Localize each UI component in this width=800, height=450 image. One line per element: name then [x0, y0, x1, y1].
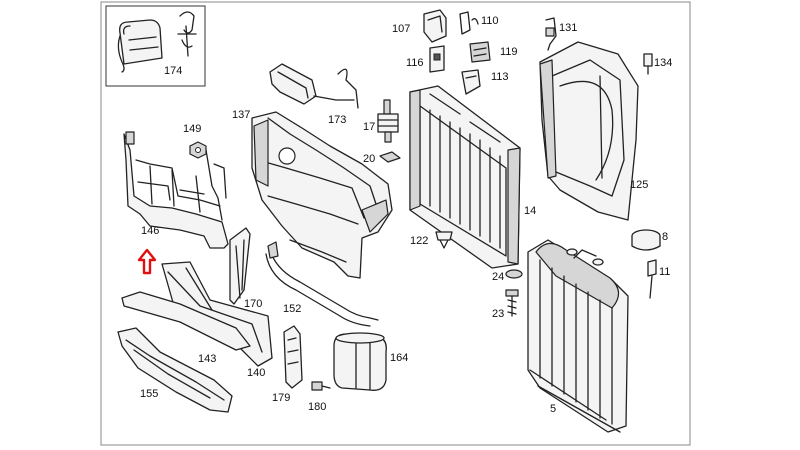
- label-149: 149: [183, 123, 201, 135]
- label-155: 155: [140, 388, 158, 400]
- part-113-clip: [461, 69, 481, 95]
- part-137-air-duct: [251, 111, 393, 279]
- part-17-stud: [377, 99, 399, 143]
- label-8: 8: [662, 231, 668, 243]
- part-179-bracket: [283, 325, 303, 389]
- red-arrow-icon: [137, 248, 157, 275]
- part-110-clip: [459, 11, 479, 35]
- label-110: 110: [481, 15, 499, 27]
- part-125-fan-shroud: [539, 41, 639, 221]
- part-170-strip: [229, 227, 251, 305]
- part-146-shroud: [123, 131, 229, 249]
- part-180-bolt: [311, 381, 331, 391]
- part-143-baffle: [121, 261, 273, 367]
- part-8-cap: [631, 229, 661, 251]
- part-107-clip: [423, 9, 447, 43]
- part-131-clip: [545, 17, 557, 51]
- part-23-screw: [505, 289, 519, 317]
- part-152-hose: [265, 241, 379, 327]
- label-11: 11: [659, 266, 670, 278]
- part-173-bracket: [269, 63, 359, 109]
- label-179: 179: [272, 392, 290, 404]
- label-17: 17: [363, 121, 375, 133]
- part-20-nut: [379, 151, 401, 163]
- label-122: 122: [410, 235, 428, 247]
- label-5: 5: [550, 403, 556, 415]
- part-116-clip: [429, 45, 445, 73]
- label-119: 119: [500, 46, 518, 58]
- label-170: 170: [244, 298, 262, 310]
- part-11-sensor: [647, 259, 657, 299]
- label-180: 180: [308, 401, 326, 413]
- label-137: 137: [232, 109, 250, 121]
- label-134: 134: [654, 57, 672, 69]
- label-174: 174: [164, 65, 182, 77]
- label-152: 152: [283, 303, 301, 315]
- part-119-clip: [469, 41, 491, 63]
- small-hardware-group: [423, 9, 653, 95]
- part-labels: 174 149 146 137 173 17 20 107 110 116 11…: [140, 15, 672, 415]
- label-131: 131: [559, 22, 577, 34]
- label-20: 20: [363, 153, 375, 165]
- part-24-washer: [505, 269, 523, 279]
- part-14-condenser: [409, 85, 521, 269]
- label-14: 14: [524, 205, 536, 217]
- part-149-clip: [189, 141, 207, 159]
- label-23: 23: [492, 308, 504, 320]
- label-164: 164: [390, 352, 408, 364]
- label-143: 143: [198, 353, 216, 365]
- part-164-sleeve: [333, 332, 387, 391]
- part-122-clip: [435, 231, 453, 249]
- label-125: 125: [630, 179, 648, 191]
- part-134-clip: [643, 53, 653, 75]
- part-5-radiator: [527, 239, 629, 433]
- label-116: 116: [406, 57, 424, 69]
- label-140: 140: [247, 367, 265, 379]
- label-173: 173: [328, 114, 346, 126]
- part-174-inset: [105, 5, 206, 87]
- label-24: 24: [492, 271, 504, 283]
- label-146: 146: [141, 225, 159, 237]
- part-155-bottom-panel: [117, 327, 233, 413]
- label-113: 113: [491, 71, 509, 83]
- label-107: 107: [392, 23, 410, 35]
